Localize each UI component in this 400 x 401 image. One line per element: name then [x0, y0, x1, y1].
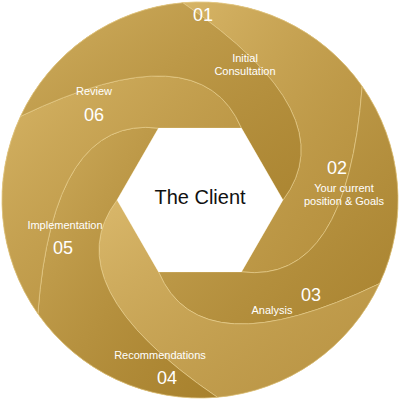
step-number: 06 [84, 105, 104, 126]
center-hexagon-node: The Client [130, 170, 270, 225]
step-number: 05 [53, 238, 73, 259]
step-label: Recommendations [114, 349, 206, 362]
step-label: Analysis [252, 304, 293, 317]
outer-ring [2, 2, 398, 398]
cycle-segment: 05 Implementation [10, 210, 120, 265]
step-number: 02 [327, 158, 347, 179]
step-number: 04 [157, 368, 177, 389]
step-label: Initial Consultation [205, 52, 285, 77]
cycle-segment: 04 Recommendations [100, 340, 230, 395]
step-label: Implementation [27, 219, 102, 232]
center-hexagon [117, 128, 283, 272]
cycle-segment: 06 Review [60, 78, 130, 128]
cycle-segment: 01Initial Consultation [170, 0, 310, 90]
cycle-segment: 03Analysis [240, 280, 340, 325]
step-number: 03 [301, 285, 321, 306]
center-label: The Client [154, 186, 245, 209]
step-label: Your current position & Goals [296, 182, 392, 207]
step-label: Review [76, 85, 112, 98]
step-number: 01 [193, 5, 213, 26]
cycle-segment: 02Your current position & Goals [290, 150, 400, 220]
